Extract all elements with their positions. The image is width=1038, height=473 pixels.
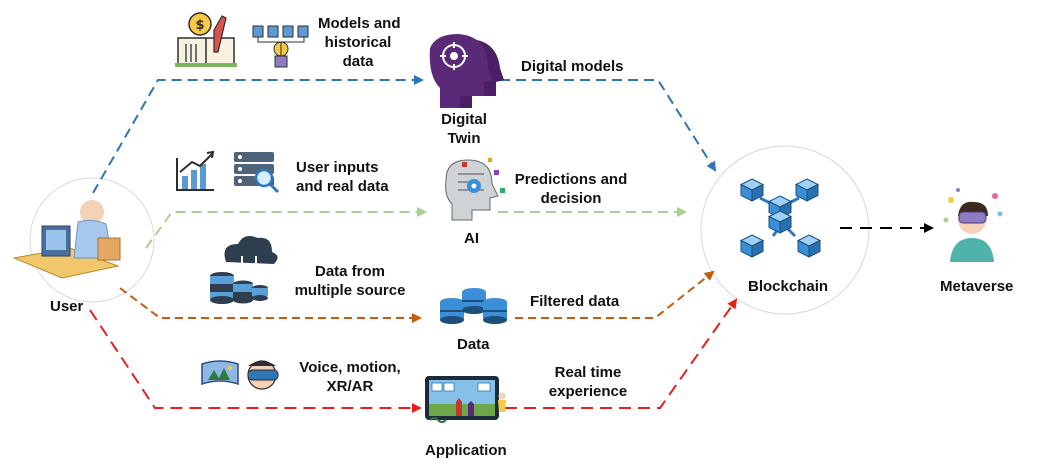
blockchain-cube-face: [808, 239, 821, 258]
user-inputs-line1: User inputs: [296, 159, 379, 176]
data-sources-line2: multiple source: [294, 282, 406, 299]
flow-line-data: [119, 287, 422, 323]
metaverse-label: Metaverse: [940, 278, 1014, 295]
user-node-circle: [29, 177, 155, 303]
data-label: Data: [457, 336, 490, 353]
digital-models-label: Digital models: [521, 58, 624, 75]
vr-panorama-icon: [201, 360, 239, 386]
user-at-computer-icon: [12, 200, 121, 279]
predictions-label: Predictions and decision: [512, 170, 630, 208]
realtime-line2: experience: [548, 383, 628, 400]
voice-motion-label: Voice, motion, XR/AR: [294, 358, 406, 396]
user-inputs-label: User inputs and real data: [296, 158, 389, 196]
data-sources-label: Data from multiple source: [286, 262, 414, 300]
vr-headset-icon: [247, 360, 279, 390]
blockchain-label: Blockchain: [748, 278, 829, 295]
user-label: User: [50, 298, 84, 315]
voice-motion-line2: XR/AR: [326, 378, 374, 395]
blockchain-cube-face: [779, 215, 792, 234]
blockchain-node-circle: [700, 145, 870, 315]
predictions-line2: decision: [540, 190, 602, 207]
flowchart-icon: [252, 25, 309, 68]
blockchain-cube-face: [751, 183, 764, 202]
application-label: Application: [425, 442, 507, 459]
database-stack-icon: [440, 288, 507, 324]
models-data-line3: data: [342, 53, 374, 70]
ai-head-icon: [445, 158, 505, 221]
ledger-icon: $: [175, 12, 237, 67]
ai-label: AI: [464, 230, 479, 247]
digital-twin-label-line1: Digital: [441, 111, 487, 128]
models-data-line1: Models and: [318, 15, 401, 32]
voice-motion-line1: Voice, motion,: [299, 359, 401, 376]
digital-twin-label: Digital Twin: [434, 110, 494, 148]
application-screen-icon: [425, 376, 506, 423]
digital-twin-label-line2: Twin: [447, 130, 481, 147]
flow-line-ai: [145, 207, 427, 249]
predictions-line1: Predictions and: [514, 171, 628, 188]
server-search-icon: [234, 152, 280, 194]
models-data-label: Models and historical data: [318, 14, 401, 71]
flow-line-digital-twin: [92, 75, 424, 194]
blockchain-cube-face: [806, 183, 819, 202]
user-inputs-line2: and real data: [296, 178, 389, 195]
blockchain-cubes-icon: [739, 178, 822, 258]
digital-twin-head-icon: [429, 34, 504, 108]
data-sources-line1: Data from: [314, 263, 385, 280]
metaverse-avatar-icon: [943, 188, 1003, 262]
realtime-label: Real time experience: [542, 363, 634, 401]
blockchain-cube-face: [751, 239, 764, 258]
realtime-line1: Real time: [554, 364, 622, 381]
cloud-database-icon: [210, 236, 278, 304]
flow-line-application: [89, 309, 422, 413]
svg-text:$: $: [195, 18, 204, 33]
flow-line-filtered: [515, 270, 715, 319]
flow-line-realtime: [505, 298, 738, 409]
filtered-data-label: Filtered data: [530, 293, 620, 310]
flow-line-digital-models: [500, 79, 717, 172]
models-data-line2: historical: [324, 34, 392, 51]
growth-chart-icon: [176, 150, 215, 191]
